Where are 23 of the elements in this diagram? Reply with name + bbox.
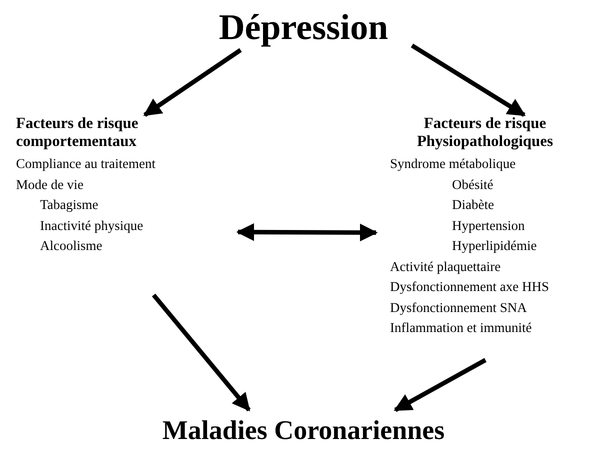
- title-text: Maladies Coronariennes: [161, 414, 446, 447]
- arrow: [394, 358, 487, 412]
- sub-item: Diabète: [452, 196, 494, 214]
- sub-item: Hypertension: [452, 216, 525, 235]
- arrow: [143, 48, 242, 117]
- arrow: [152, 294, 251, 412]
- sub-item: Tabagisme: [40, 196, 98, 214]
- sub-item: Alcoolisme: [40, 237, 102, 255]
- double-arrow: [236, 223, 378, 242]
- list-item: Activité plaquettaire: [390, 258, 501, 276]
- sub-item: Hyperlipidémie: [452, 237, 537, 255]
- title-text: Dépression: [218, 6, 390, 49]
- group-heading: Facteurs de risque comportementaux: [16, 115, 140, 151]
- list-item: Syndrome métabolique: [390, 155, 516, 173]
- arrow: [410, 44, 526, 117]
- sub-item: Inactivité physique: [40, 216, 144, 235]
- list-item: Compliance au traitement: [16, 155, 156, 173]
- list-item: Inflammation et immunité: [390, 319, 532, 337]
- group-heading: Facteurs de risque Physiopathologiques: [416, 115, 554, 151]
- list-item: Dysfonctionnement axe HHS: [390, 278, 549, 296]
- list-item: Dysfonctionnement SNA: [390, 298, 527, 317]
- sub-item: Obésité: [452, 176, 494, 194]
- list-item: Mode de vie: [16, 176, 84, 194]
